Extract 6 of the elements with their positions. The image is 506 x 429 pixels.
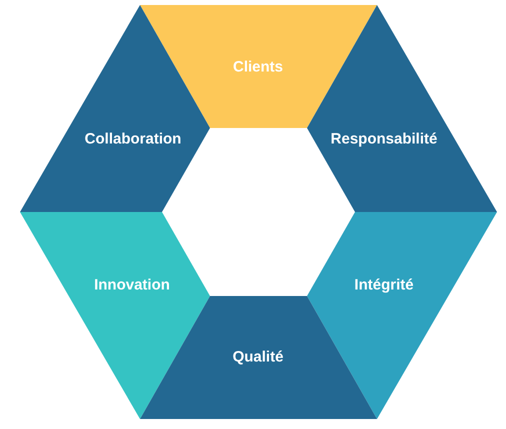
- segment-label: Innovation: [94, 276, 170, 294]
- segment-label: Qualité: [232, 348, 284, 366]
- segment-label: Responsabilité: [330, 130, 438, 148]
- segment-label: Clients: [233, 58, 283, 76]
- segment-label: Collaboration: [84, 130, 182, 148]
- segment-label: Intégrité: [354, 276, 414, 294]
